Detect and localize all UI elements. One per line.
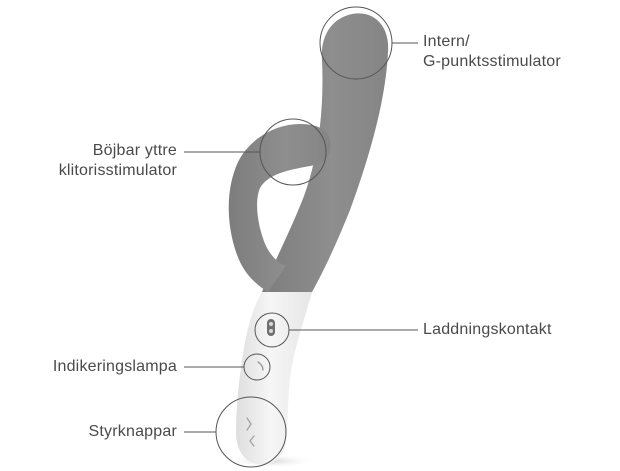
label-internal-line1: Intern/ <box>423 32 561 52</box>
handle <box>236 292 312 464</box>
label-indicator-light: Indikeringslampa <box>53 357 177 377</box>
label-internal-line2: G-punktsstimulator <box>423 52 561 72</box>
label-external-line2: klitorisstimulator <box>59 161 177 181</box>
charging-port-detail <box>267 319 275 336</box>
label-internal-stimulator: Intern/ G-punktsstimulator <box>423 32 561 72</box>
label-external-line1: Böjbar yttre <box>59 141 177 161</box>
label-charging-port: Laddningskontakt <box>423 320 552 340</box>
label-external-stimulator: Böjbar yttre klitorisstimulator <box>59 141 177 181</box>
label-control-buttons: Styrknappar <box>89 422 177 442</box>
